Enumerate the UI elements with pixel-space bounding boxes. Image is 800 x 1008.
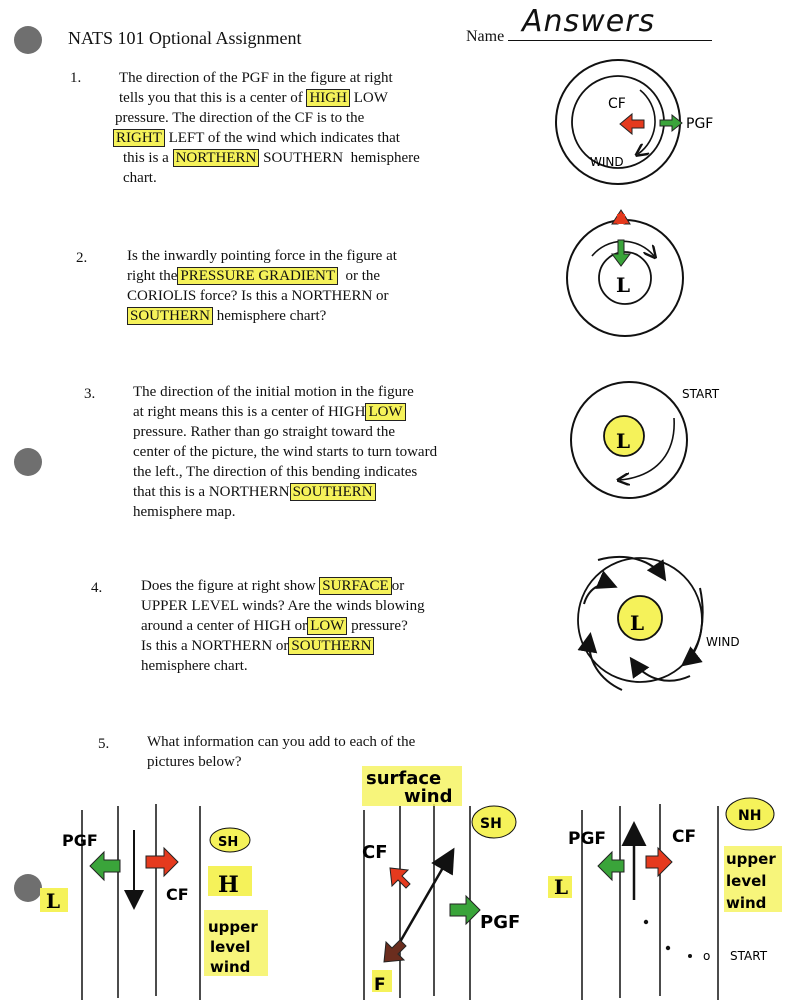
p1-low-label: L [46, 889, 60, 913]
question-5-number: 5. [98, 736, 110, 752]
p1-level: level [210, 938, 250, 956]
p2-sh-label: SH [480, 816, 502, 832]
p1-high-label: H [218, 872, 239, 898]
fig4-wind-label: WIND [706, 635, 740, 649]
punch-hole-top [14, 26, 42, 54]
figure-2: L [566, 209, 684, 337]
p3-level: level [726, 872, 766, 890]
question-3-number: 3. [84, 386, 96, 402]
p1-wind: wind [210, 958, 250, 976]
p3-pgf-label: PGF [568, 829, 606, 849]
answer-pressure-gradient: PRESSURE GRADIENT [177, 267, 339, 285]
answer-southern-3: SOUTHERN [289, 483, 376, 501]
p2-cf-label: CF [362, 842, 388, 863]
answer-northern: NORTHERN [172, 149, 260, 167]
answer-high: HIGH [306, 89, 350, 107]
p3-cf-label: CF [672, 827, 696, 847]
figure-3: L START [570, 381, 720, 499]
figure-4: L WIND [577, 555, 740, 691]
fig4-center-label: L [630, 611, 644, 635]
fig1-wind-label: WIND [590, 155, 624, 169]
picture-3: PGF CF NH L upper level wind o START [548, 797, 782, 1000]
p3-start-text: START [730, 949, 768, 963]
p3-nh-label: NH [738, 808, 761, 824]
punch-hole-middle [14, 448, 42, 476]
p1-sh-label: SH [218, 835, 238, 850]
answer-low-4: LOW [307, 617, 348, 635]
question-5-text: What information can you add to each of … [147, 734, 416, 770]
p2-wind-label: wind [404, 786, 453, 807]
p3-wind: wind [726, 894, 766, 912]
question-3-text: The direction of the initial motion in t… [133, 384, 438, 520]
answer-southern-2: SOUTHERN [127, 307, 214, 325]
p3-upper: upper [726, 850, 776, 868]
question-2-number: 2. [76, 250, 88, 266]
answer-right: RIGHT [113, 129, 165, 147]
figure-1: CF PGF WIND [555, 59, 713, 185]
name-value: Answers [522, 4, 656, 39]
name-label: Name [466, 28, 505, 45]
p2-surface-label: surface [366, 768, 441, 789]
question-4-number: 4. [91, 580, 103, 596]
p2-f-label: F [374, 975, 386, 995]
fig1-cf-label: CF [608, 96, 626, 112]
fig3-center-label: L [616, 429, 630, 453]
question-2-text: Is the inwardly pointing force in the fi… [127, 248, 397, 325]
picture-2: surface wind SH CF PGF F [362, 766, 520, 1000]
p1-pgf-label: PGF [62, 831, 98, 850]
punch-hole-bottom [14, 874, 42, 902]
answer-southern-4: SOUTHERN [288, 637, 375, 655]
picture-1: PGF CF L H SH upper level wind [40, 804, 268, 1000]
p1-upper: upper [208, 918, 258, 936]
fig2-center-label: L [616, 273, 630, 297]
fig1-pgf-label: PGF [686, 116, 713, 132]
answer-low-3: LOW [365, 403, 406, 421]
question-1-text: The direction of the PGF in the figure a… [113, 70, 420, 186]
p1-cf-label: CF [166, 885, 189, 904]
answer-surface: SURFACE [319, 577, 392, 595]
page-title: NATS 101 Optional Assignment [68, 28, 302, 48]
name-line [508, 40, 712, 41]
fig3-start-label: START [682, 387, 720, 401]
p3-start-label: o [703, 949, 710, 963]
p3-low-label: L [554, 875, 568, 899]
question-1-number: 1. [70, 70, 82, 86]
p2-pgf-label: PGF [480, 912, 520, 933]
